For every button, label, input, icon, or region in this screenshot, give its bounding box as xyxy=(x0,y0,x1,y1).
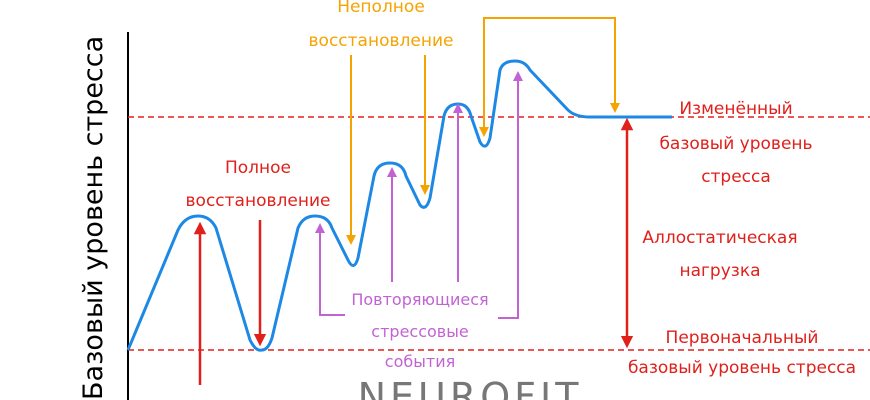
partial-recovery-bracket xyxy=(479,17,620,137)
stress-event-arrow xyxy=(315,223,345,316)
stress-curve xyxy=(126,59,672,352)
allostatic-load-label: Аллостатическая xyxy=(642,228,797,248)
full-recovery-label: восстановление xyxy=(186,191,331,211)
repeated-events-label: Повторяющиеся xyxy=(351,290,488,309)
changed-baseline-label: базовый уровень xyxy=(659,134,812,154)
changed-baseline-label: стресса xyxy=(701,167,771,187)
full-recovery-label: Полное xyxy=(225,158,291,178)
repeated-events-label: стрессовые xyxy=(371,322,468,341)
initial-baseline-label: базовый уровень стресса xyxy=(628,358,856,378)
stress-event-arrow xyxy=(498,71,523,319)
changed-baseline-label: Изменённый xyxy=(679,99,792,119)
repeated-events-label: события xyxy=(385,352,455,371)
neurofit-watermark: NEUROFIT xyxy=(358,375,583,400)
initial-baseline-label: Первоначальный xyxy=(666,328,819,348)
partial-recovery-label: восстановление xyxy=(309,31,454,51)
partial-recovery-label: Неполное xyxy=(337,0,425,17)
allostatic-load-label: нагрузка xyxy=(679,261,760,281)
y-axis-label: Базовый уровень стресса xyxy=(78,36,109,400)
